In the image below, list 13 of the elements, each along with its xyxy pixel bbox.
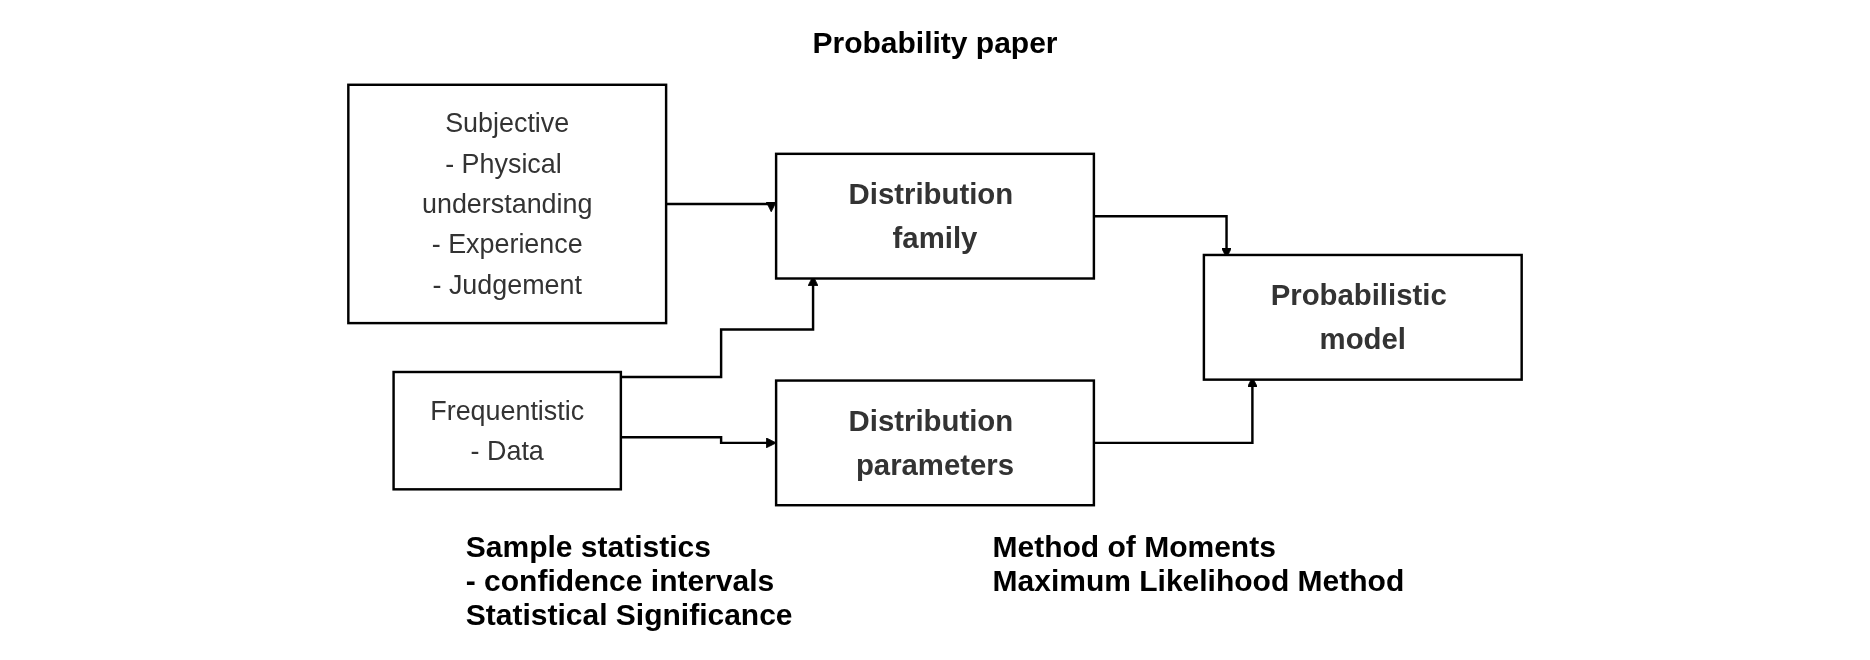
arrow	[620, 435, 777, 449]
arrow	[666, 201, 777, 213]
annotation-text: - confidence intervals	[465, 564, 776, 598]
annotation-text: Maximum Likelihood Method	[992, 564, 1405, 598]
node-box: Probabilistic model	[1202, 253, 1523, 381]
node-box: Distribution parameters	[774, 379, 1096, 507]
annotation-text: Method of Moments	[992, 530, 1277, 564]
node-box: Frequentistic - Data	[392, 370, 623, 491]
annotation-text: Probability paper	[812, 26, 1058, 60]
annotation-text: Statistical Significance	[465, 598, 793, 632]
annotation-text: Sample statistics	[465, 530, 712, 564]
node-box: Distribution family	[774, 152, 1096, 280]
node-box: Subjective - Physical understanding - Experience - Judgement	[347, 83, 668, 325]
